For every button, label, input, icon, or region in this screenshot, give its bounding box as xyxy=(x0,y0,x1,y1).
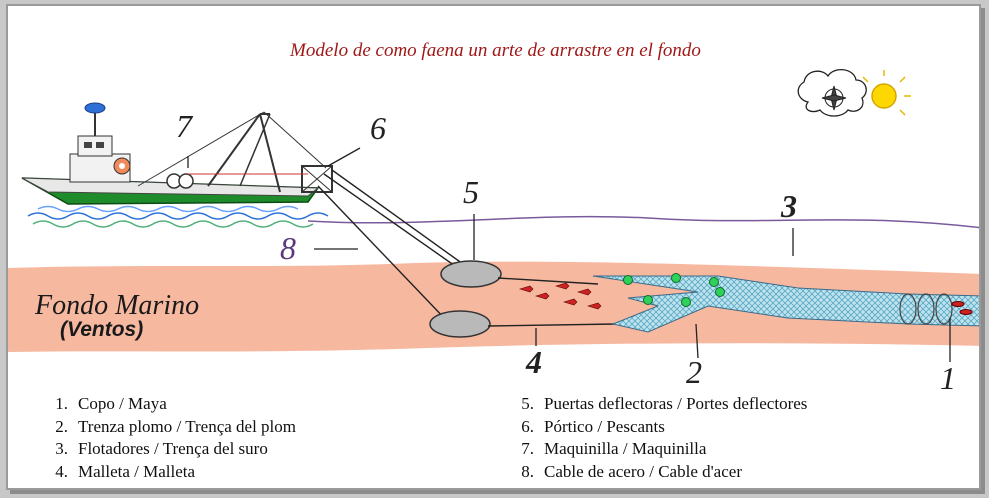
legend-number: 5. xyxy=(521,394,534,413)
legend-number: 7. xyxy=(521,439,534,458)
seabed-label: Fondo Marino xyxy=(35,290,200,321)
legend: 1. Copo / Maya 2. Trenza plomo / Trença de… xyxy=(44,394,974,484)
otter-board-lower xyxy=(429,310,491,338)
legend-text: Puertas deflectoras / Portes deflectores xyxy=(544,394,808,413)
weather-icon xyxy=(797,69,911,117)
callout-6: 6 xyxy=(370,110,386,146)
legend-text: Cable de acero / Cable d'acer xyxy=(544,461,742,481)
sun-icon xyxy=(862,70,911,116)
callout-lines xyxy=(187,147,951,362)
legend-item: 5. Puertas deflectoras / Portes deflector… xyxy=(510,394,807,417)
legend-text: Trenza plomo / Trença del plom xyxy=(78,416,296,436)
legend-number: 4. xyxy=(55,461,68,481)
legend-number: 6. xyxy=(521,416,534,436)
legend-number: 8. xyxy=(521,461,534,481)
codend-fish xyxy=(951,301,973,315)
callout-7: 7 xyxy=(176,108,192,144)
legend-text: Maquinilla / Maquinilla xyxy=(544,439,707,458)
legend-text: Malleta / Malleta xyxy=(78,461,196,481)
diagram-frame: Modelo de como faena un arte de arrastre… xyxy=(6,4,981,490)
legend-item: 7. Maquinilla / Maquinilla xyxy=(510,439,807,462)
legend-text: Pórtico / Pescants xyxy=(544,416,665,436)
legend-item: 4. Malleta / Malleta xyxy=(44,462,296,485)
codend-rings xyxy=(899,293,953,325)
legend-item: 2. Trenza plomo / Trença del plom xyxy=(44,417,296,440)
diagram-title: Modelo de como faena un arte de arrastre… xyxy=(290,40,701,61)
seabed-sublabel: (Ventos) xyxy=(60,318,144,341)
waves xyxy=(27,205,329,228)
legend-text: Flotadores / Trença del suro xyxy=(78,439,268,458)
callout-5: 5 xyxy=(463,174,479,210)
sweeps xyxy=(487,277,617,327)
legend-item: 6. Pórtico / Pescants xyxy=(510,417,807,440)
trawl-net xyxy=(592,275,979,333)
legend-number: 2. xyxy=(55,416,68,436)
legend-column-left: 1. Copo / Maya 2. Trenza plomo / Trença de… xyxy=(44,394,296,484)
legend-number: 1. xyxy=(55,394,68,413)
otter-board-upper xyxy=(440,260,502,288)
ship-icon xyxy=(21,102,333,205)
callout-2: 2 xyxy=(686,354,702,390)
callout-3: 3 xyxy=(781,188,797,224)
fish-icon xyxy=(518,282,602,310)
sea-line xyxy=(307,215,979,229)
trawl-scene xyxy=(8,69,979,362)
legend-item: 3. Flotadores / Trença del suro xyxy=(44,439,296,462)
warp-cables xyxy=(317,169,464,323)
callout-8: 8 xyxy=(280,230,296,266)
legend-column-right: 5. Puertas deflectoras / Portes deflector… xyxy=(510,394,807,484)
floats xyxy=(623,273,725,307)
legend-item: 1. Copo / Maya xyxy=(44,394,296,417)
legend-item: 8. Cable de acero / Cable d'acer xyxy=(510,462,807,485)
legend-number: 3. xyxy=(55,439,68,458)
callout-4: 4 xyxy=(526,344,542,380)
callout-1: 1 xyxy=(940,360,956,396)
compass-rose-icon xyxy=(821,85,847,111)
legend-text: Copo / Maya xyxy=(78,394,167,413)
